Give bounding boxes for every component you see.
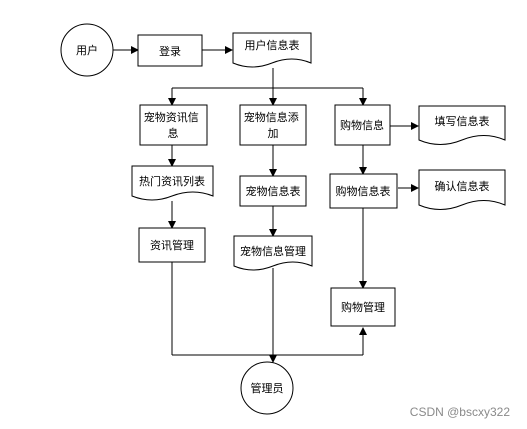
node-pet-news-info-line2: 息	[168, 126, 179, 140]
node-news-management-label: 资讯管理	[150, 238, 194, 252]
node-confirm-info-table: 确认信息表	[418, 169, 506, 210]
node-pet-news-info-label: 宠物资讯信 息	[144, 110, 203, 140]
node-purchase-info: 购物信息	[334, 104, 391, 146]
node-pet-info-add-label: 宠物信息添 加	[244, 110, 303, 140]
node-login-label: 登录	[159, 44, 181, 58]
node-fill-info-table-label: 填写信息表	[435, 114, 490, 128]
node-purchase-management: 购物管理	[330, 287, 396, 327]
node-purchase-info-label: 购物信息	[340, 118, 384, 132]
node-login: 登录	[137, 34, 203, 67]
node-user: 用户	[60, 23, 114, 77]
node-pet-info-management: 宠物信息管理	[233, 235, 313, 271]
node-pet-info-management-label: 宠物信息管理	[240, 244, 306, 258]
watermark-text: CSDN @bscxy322	[410, 405, 511, 419]
node-confirm-info-table-label: 确认信息表	[435, 179, 490, 193]
node-pet-info-add: 宠物信息添 加	[239, 104, 307, 146]
node-user-info-table-label: 用户信息表	[245, 38, 300, 52]
node-pet-info-add-line2: 加	[268, 127, 279, 140]
node-admin: 管理员	[240, 361, 294, 415]
node-purchase-management-label: 购物管理	[341, 300, 385, 314]
node-hot-news-list-label: 热门资讯列表	[139, 174, 205, 188]
node-pet-info-add-line1: 宠物信息添	[244, 110, 299, 124]
connectors	[113, 46, 419, 363]
node-user-info-table: 用户信息表	[232, 32, 312, 68]
node-news-management: 资讯管理	[138, 227, 206, 263]
node-admin-label: 管理员	[251, 381, 284, 395]
node-pet-news-info: 宠物资讯信 息	[139, 104, 208, 146]
node-purchase-info-table-label: 购物信息表	[336, 184, 391, 198]
node-pet-news-info-line1: 宠物资讯信	[144, 110, 199, 124]
node-purchase-info-table: 购物信息表	[329, 173, 398, 209]
node-pet-info-table: 宠物信息表	[239, 175, 307, 207]
node-fill-info-table: 填写信息表	[418, 105, 506, 145]
node-user-label: 用户	[76, 43, 98, 57]
node-pet-info-table-label: 宠物信息表	[246, 184, 301, 198]
node-hot-news-list: 热门资讯列表	[131, 165, 214, 201]
